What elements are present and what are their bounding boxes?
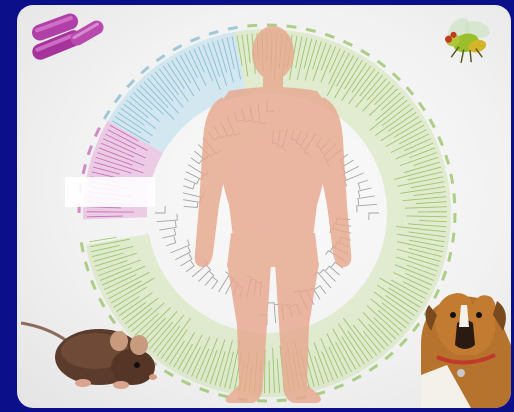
tree-branch [183, 184, 194, 189]
ring-dash [209, 31, 218, 34]
tree-branch [319, 270, 335, 282]
ring-dash [449, 252, 451, 262]
ring-dash [369, 365, 377, 371]
tree-branch [268, 303, 276, 323]
ring-dash [173, 45, 182, 50]
ring-gap [65, 177, 155, 207]
tree-branch [358, 180, 368, 190]
tree-branch [198, 265, 210, 281]
tree-branch [345, 173, 364, 186]
tree-branch [369, 213, 379, 220]
image-panel [17, 5, 511, 408]
tree-branch [157, 214, 177, 222]
ring-dash [141, 67, 148, 73]
tree-branch [180, 254, 192, 266]
ring-dash [91, 280, 95, 289]
bacteria-icon [30, 11, 106, 62]
ring-dash [200, 389, 209, 392]
tree-branch [212, 277, 218, 289]
fruit-fly-icon [438, 6, 499, 67]
ring-dash [191, 37, 200, 41]
ring-dash [127, 80, 134, 87]
tree-branch [219, 272, 230, 292]
ring-dash [156, 55, 164, 61]
ring-dash [88, 146, 91, 155]
tree-branch [183, 198, 201, 203]
ring-dash [407, 87, 413, 94]
ring-dash [419, 102, 425, 110]
tree-branch [344, 166, 359, 179]
ring-dash [400, 339, 407, 346]
ring-dash [95, 128, 99, 137]
ring-dash [182, 381, 191, 385]
ring-dash [247, 25, 257, 26]
ring-dash [393, 73, 400, 80]
ring-dash [451, 174, 453, 184]
ring-dash [453, 233, 454, 243]
ring-dash [165, 371, 173, 376]
ring-dash [115, 95, 121, 103]
ring-dash [439, 137, 443, 146]
ring-dash [218, 395, 228, 397]
ring-dash [306, 29, 316, 31]
ring-dash [435, 289, 439, 298]
ring-dash [454, 193, 455, 203]
tree-branch [358, 196, 375, 205]
tree-branch [191, 158, 203, 164]
tree-branch [175, 247, 190, 260]
tree-branch [184, 203, 198, 208]
tree-branch [166, 236, 176, 246]
ring-dash [443, 271, 446, 280]
ring-dash [85, 262, 88, 271]
ring-dash [228, 27, 238, 29]
ring-dash [385, 353, 392, 359]
ring-dash [325, 34, 334, 37]
ring-dash [361, 50, 369, 55]
ring-dash [109, 315, 115, 323]
ring-dash [277, 400, 287, 401]
tree-branch [155, 206, 165, 213]
ring-dash [343, 41, 352, 45]
ring-dash [430, 119, 435, 128]
ring-dash [287, 26, 297, 27]
ring-dash [99, 298, 104, 307]
tree-branch [357, 204, 377, 212]
tree-branch [184, 179, 199, 184]
ring-dash [83, 164, 85, 174]
ring-dash [446, 155, 449, 164]
ring-dash [378, 61, 386, 67]
tree-branch [159, 221, 176, 230]
ring-dash [334, 385, 343, 389]
tree-branch [170, 240, 189, 253]
ring-dash [413, 324, 419, 332]
ring-dash [352, 376, 361, 381]
phylogeny-illustration [17, 5, 511, 408]
dog-icon [421, 293, 511, 408]
ring-dash [104, 111, 109, 119]
ring-dash [81, 242, 83, 252]
